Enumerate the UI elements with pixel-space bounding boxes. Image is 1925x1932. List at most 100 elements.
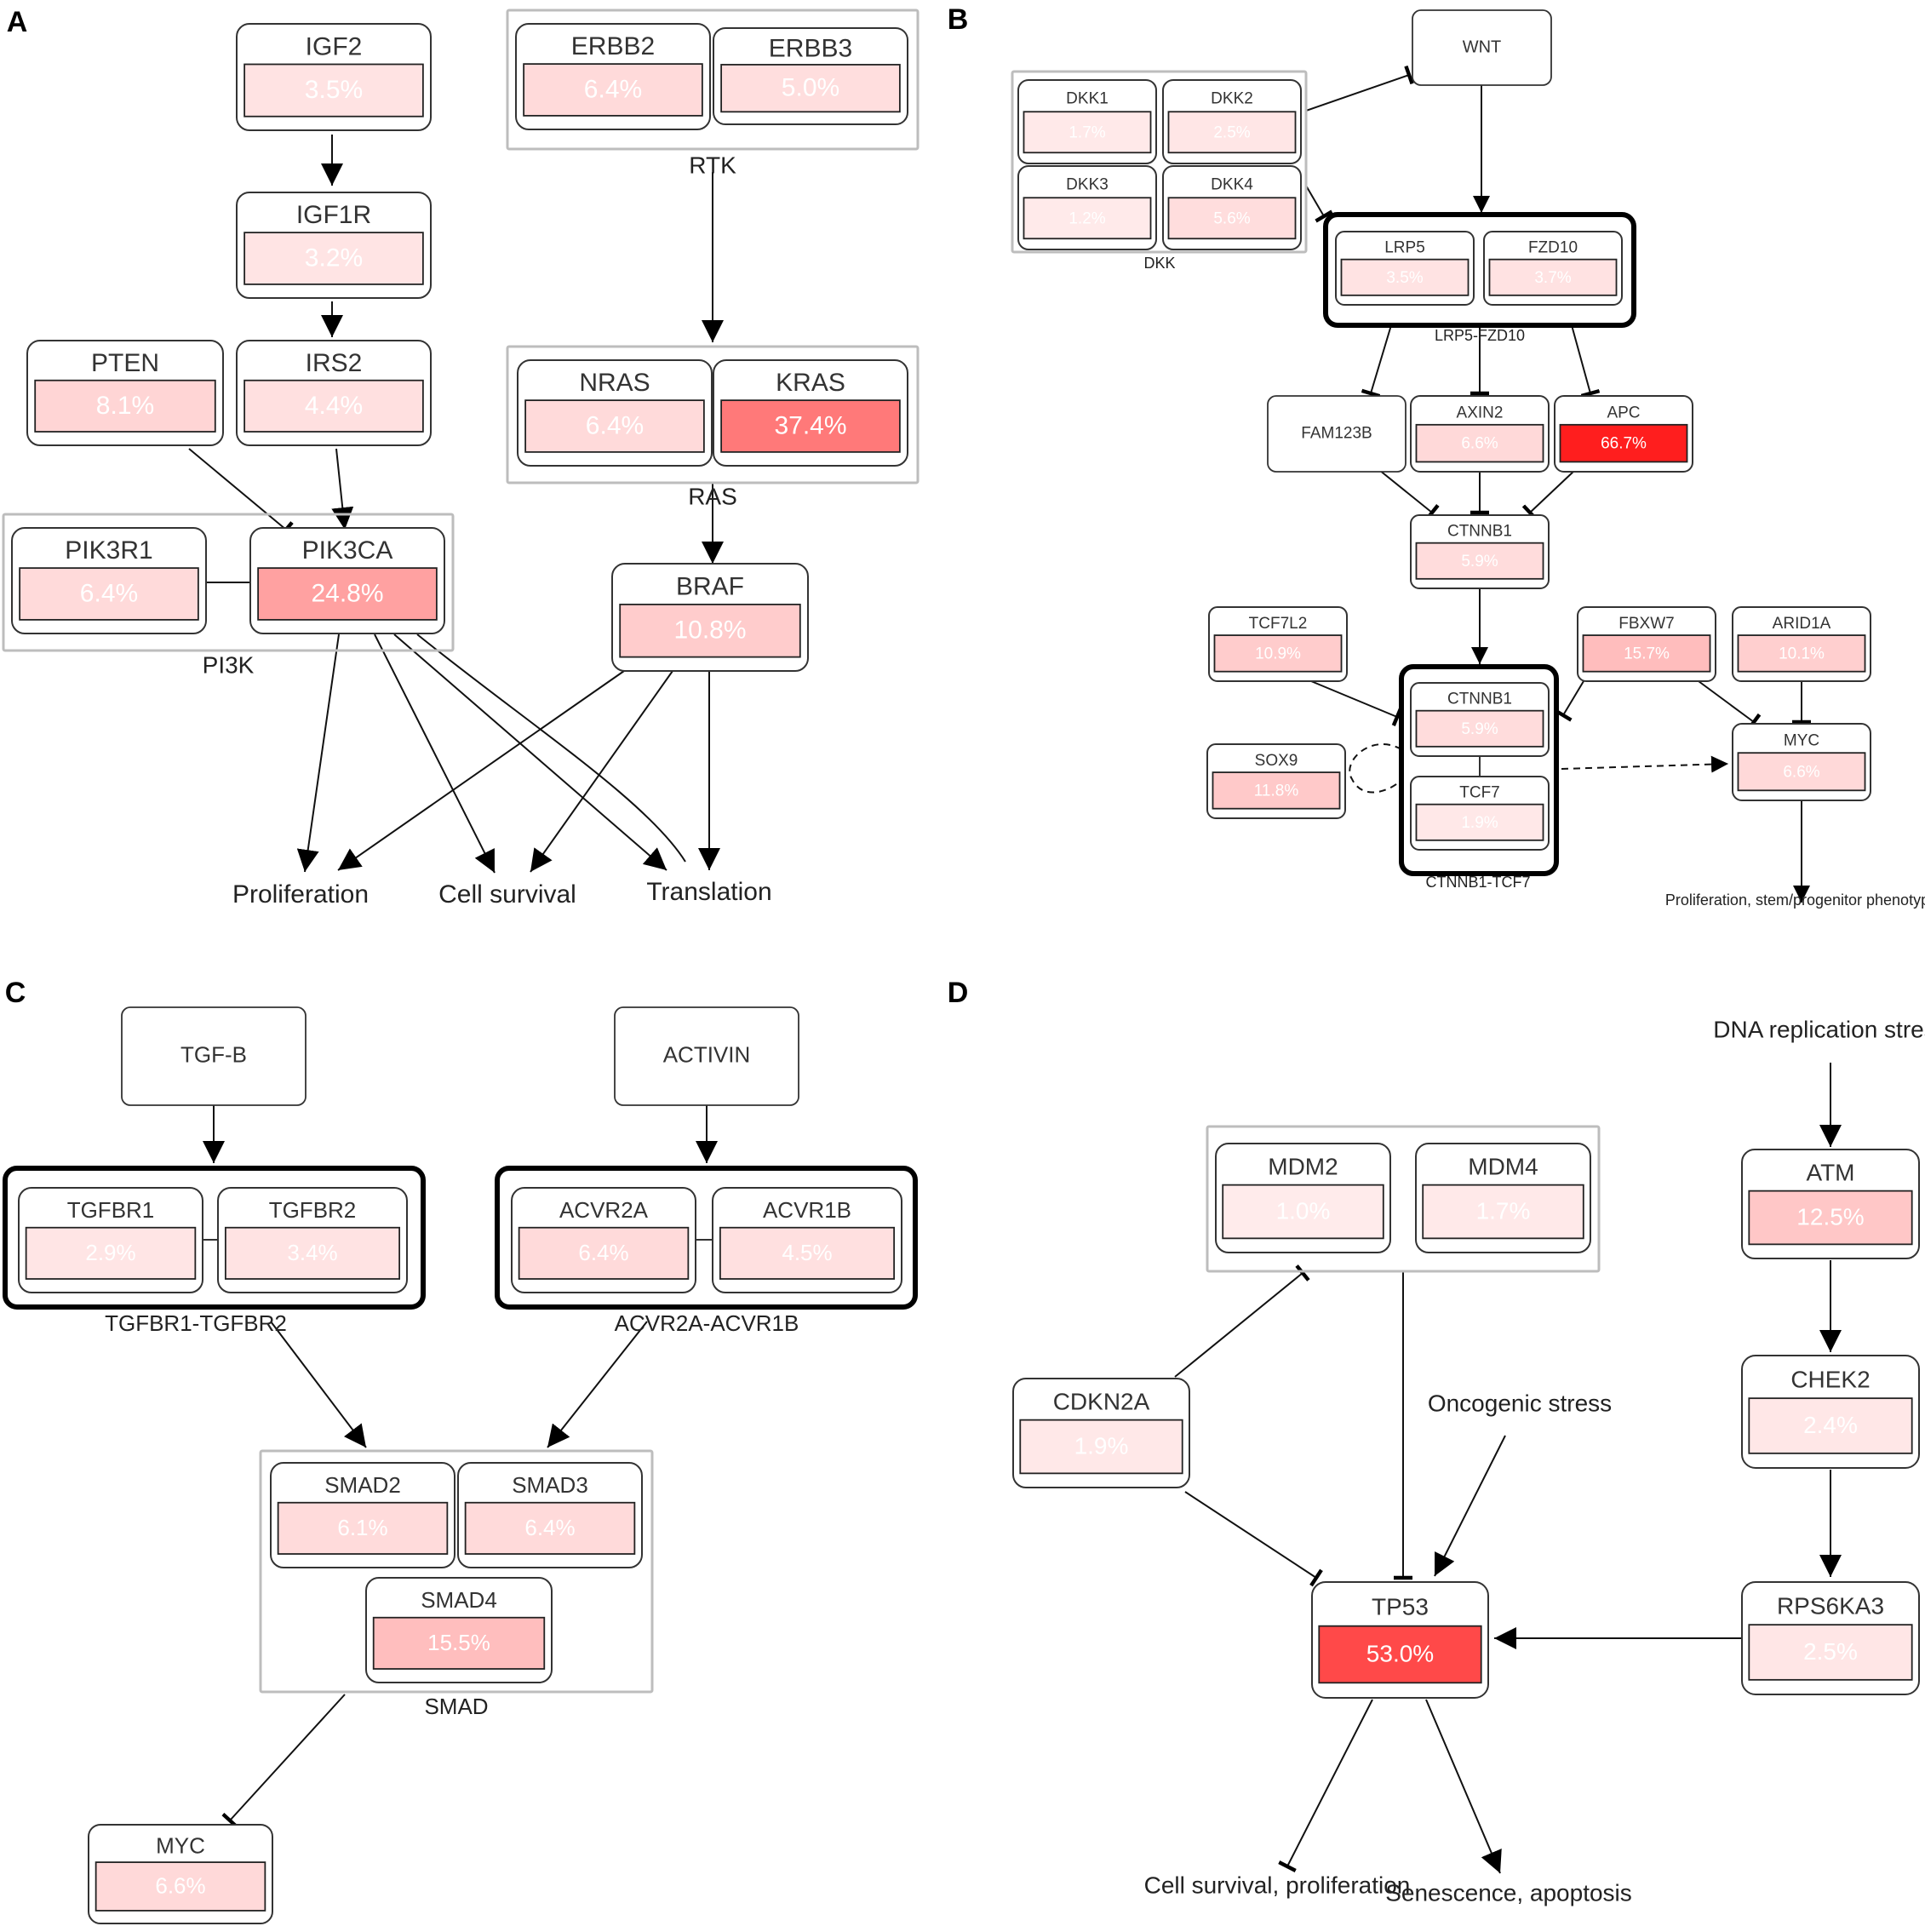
alteration-bar — [619, 603, 801, 658]
gene-name: APC — [1607, 404, 1640, 421]
alteration-bar — [277, 1501, 449, 1555]
alteration-bar — [1748, 1190, 1913, 1246]
gene-name: TP53 — [1372, 1593, 1429, 1620]
group-label-tgfbr: TGFBR1-TGFBR2 — [105, 1310, 287, 1336]
alteration-bar — [1019, 1419, 1183, 1475]
gene-name: IGF2 — [306, 32, 363, 60]
gene-node-smad3: SMAD3 6.4% — [457, 1462, 643, 1568]
nodes-layer: IGF23.5%IGF1R3.2%ERBB26.4%ERBB35.0%PTEN8… — [11, 9, 1920, 1924]
alteration-percent: 12.5% — [1796, 1203, 1864, 1230]
gene-name: SMAD4 — [421, 1587, 497, 1613]
edge-cdkn2a-tp53 — [1184, 1491, 1323, 1587]
alteration-bar — [372, 1616, 546, 1670]
panel-label-a: A — [7, 6, 28, 38]
group-pi3k — [2, 513, 455, 652]
alteration-bar — [25, 1226, 197, 1280]
edge-fam123b-ctnnb1 — [1378, 469, 1440, 521]
node-label: ACTIVIN — [663, 1041, 751, 1067]
edge-fbxw7-myc — [1698, 680, 1762, 731]
alteration-percent: 1.9% — [1074, 1432, 1129, 1459]
gene-name: SOX9 — [1255, 752, 1298, 770]
gene-node-tgfbr1: TGFBR1 2.9% — [18, 1187, 203, 1293]
gene-name: PIK3R1 — [65, 536, 152, 565]
group-acvr2a-acvr1b — [495, 1166, 918, 1310]
alteration-percent: 15.5% — [427, 1630, 490, 1655]
group-label-ras: RAS — [688, 483, 737, 509]
alteration-bar — [1415, 423, 1544, 463]
alteration-bar — [1167, 197, 1297, 240]
gene-node-kras: KRAS 37.4% — [713, 359, 908, 467]
node-label: WNT — [1463, 37, 1502, 56]
gene-name: KRAS — [776, 369, 845, 397]
alteration-bar — [1023, 197, 1152, 240]
group-ctnnb1-tcf7 — [1399, 664, 1559, 876]
alteration-bar — [1340, 258, 1470, 296]
alteration-percent: 8.1% — [96, 392, 154, 420]
gene-name: TGFBR1 — [67, 1197, 155, 1223]
group-ras — [506, 345, 920, 484]
alteration-percent: 4.4% — [305, 392, 363, 420]
gene-name: DKK4 — [1211, 175, 1253, 193]
alteration-bar — [1213, 634, 1343, 673]
gene-name: MDM4 — [1468, 1154, 1538, 1180]
gene-name: LRP5 — [1384, 239, 1425, 257]
gene-name: FBXW7 — [1618, 615, 1674, 633]
alteration-bar — [1488, 258, 1618, 296]
alteration-percent: 1.7% — [1068, 123, 1105, 141]
alteration-percent: 10.9% — [1255, 645, 1301, 662]
gene-name: ARID1A — [1773, 615, 1831, 633]
alteration-percent: 11.8% — [1254, 782, 1299, 800]
label-oncogenic-stress: Oncogenic stress — [1428, 1390, 1612, 1416]
alteration-percent: 24.8% — [311, 579, 383, 607]
label-dna-replication-stress: DNA replication stress — [1713, 1016, 1925, 1042]
alteration-percent: 53.0% — [1366, 1640, 1434, 1666]
alteration-percent: 37.4% — [774, 411, 846, 439]
alteration-bar — [1737, 634, 1866, 673]
alteration-bar — [1748, 1397, 1913, 1454]
alteration-bar — [243, 379, 424, 433]
alteration-bar — [720, 399, 901, 453]
edge-irs2-pik3ca — [331, 448, 354, 530]
edge-pik3ca-proliferation — [296, 633, 340, 873]
edge-tcf7l2-complex — [1310, 680, 1403, 727]
alteration-percent: 6.4% — [80, 579, 138, 607]
node-box — [1267, 395, 1407, 473]
alteration-bar — [719, 1226, 896, 1280]
gene-name: SMAD3 — [512, 1472, 588, 1498]
panel-label-c: C — [5, 977, 26, 1009]
edge-tp53-survival — [1278, 1699, 1373, 1872]
alteration-percent: 6.1% — [337, 1515, 387, 1540]
alteration-percent: 2.9% — [85, 1240, 135, 1265]
group-label-lrp5-fzd10: LRP5-FZD10 — [1435, 327, 1525, 344]
node-label: TGF-B — [180, 1041, 247, 1067]
group-label-acvr: ACVR2A-ACVR1B — [615, 1310, 799, 1336]
group-label-smad: SMAD — [424, 1694, 488, 1719]
gene-name: FZD10 — [1528, 239, 1578, 257]
edge-complex-myc — [1561, 755, 1729, 773]
group-mdm — [1206, 1125, 1601, 1273]
node-activin: ACTIVIN — [614, 1006, 799, 1106]
alteration-bar — [1023, 111, 1152, 154]
alteration-percent: 6.4% — [524, 1515, 575, 1540]
groups-layer — [2, 9, 1636, 1694]
edge-pik3ca-translation-curve — [416, 633, 686, 863]
alteration-percent: 3.4% — [287, 1240, 337, 1265]
alteration-bar — [1318, 1625, 1482, 1684]
gene-name: ERBB2 — [571, 32, 655, 60]
node-fam123b: FAM123B — [1267, 395, 1407, 473]
alteration-bar — [243, 63, 424, 118]
alteration-bar — [524, 399, 705, 453]
